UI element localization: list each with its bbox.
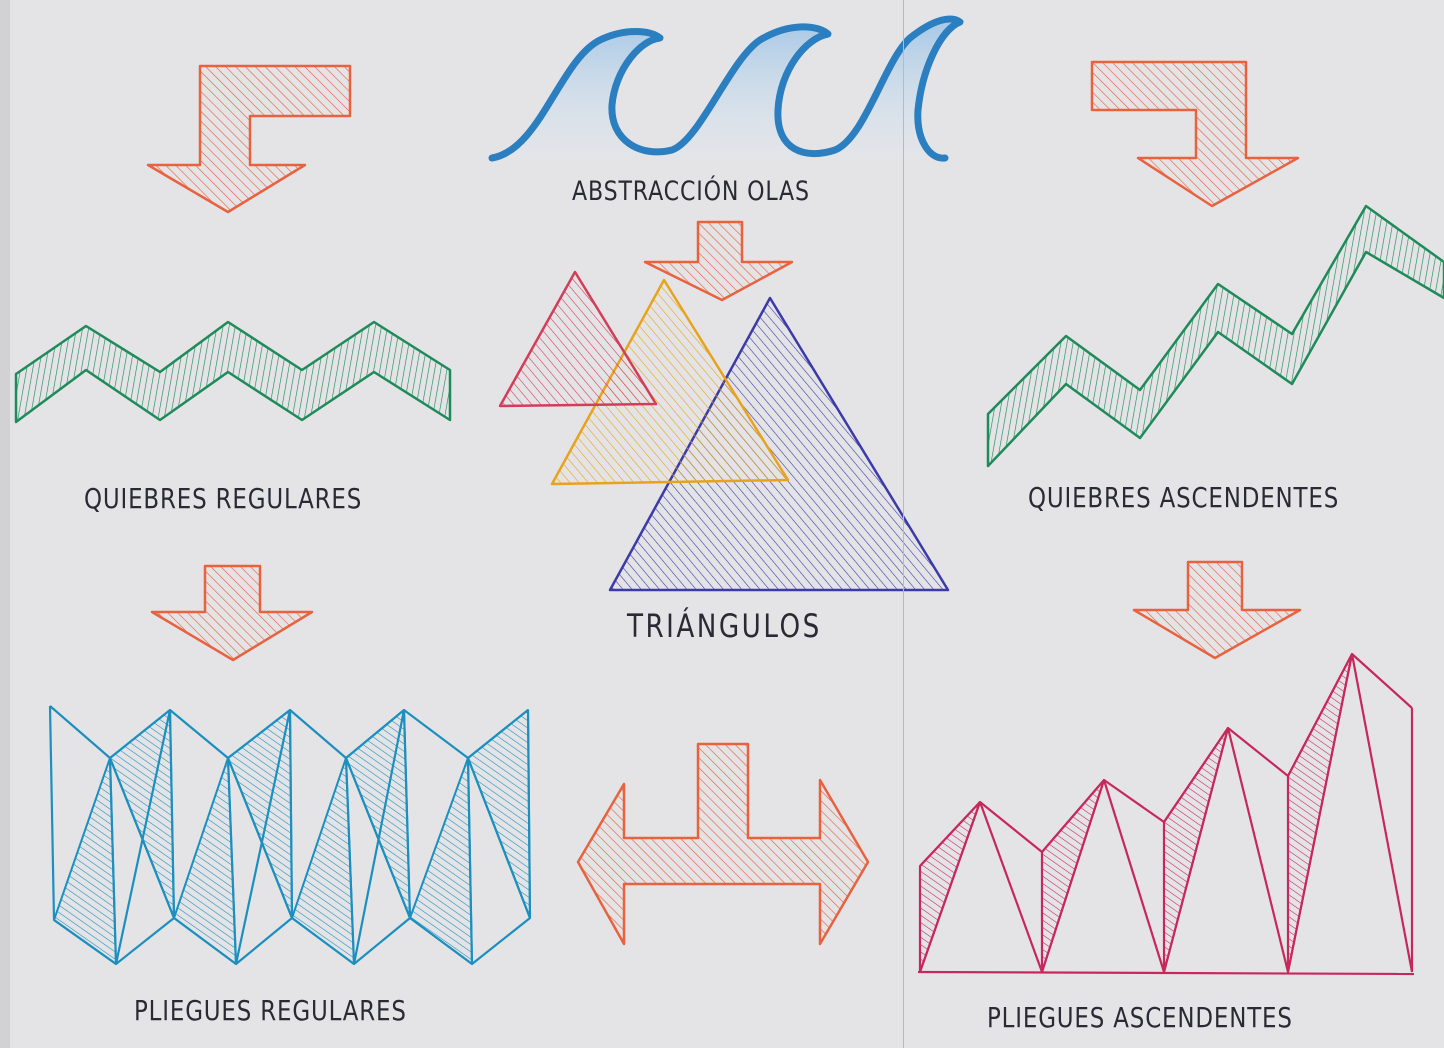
hatched-arrow-icon	[1132, 560, 1302, 660]
zigzag-band	[14, 320, 452, 424]
waves-drawing	[488, 15, 964, 162]
fold-face	[345, 709, 411, 919]
arrow-top-left	[146, 64, 352, 214]
arrow-double-bottom	[576, 742, 870, 946]
label-waves: ABSTRACCIÓN OLAS	[572, 176, 810, 207]
hatched-arrow-icon	[1090, 60, 1300, 208]
fold-face	[53, 757, 117, 965]
sheet-edge	[0, 0, 10, 1048]
arrow-top-right	[1090, 60, 1300, 208]
label-regular-breaks: QUIEBRES REGULARES	[84, 482, 363, 515]
fold-baseline	[917, 970, 1415, 976]
label-regular-folds: PLIEGUES REGULARES	[134, 994, 407, 1027]
regular-folds-drawing	[48, 705, 532, 966]
label-ascending-folds: PLIEGUES ASCENDENTES	[987, 1001, 1293, 1034]
fold-ridges	[918, 653, 1414, 973]
fold-ridges	[48, 705, 532, 965]
fold-face	[291, 757, 355, 965]
hatched-arrow-icon	[643, 220, 794, 302]
triangles-drawing	[498, 270, 950, 592]
hatched-arrow-icon	[576, 742, 870, 946]
arrow-center-small	[643, 220, 794, 302]
hatched-arrow-icon	[146, 64, 352, 214]
fold-face	[467, 709, 531, 919]
zigzag-band	[986, 204, 1444, 468]
arrow-mid-right	[1132, 560, 1302, 660]
wave-icon	[488, 15, 964, 162]
label-triangles: TRIÁNGULOS	[627, 607, 822, 645]
fold-face	[409, 757, 473, 965]
regular-breaks-drawing	[14, 320, 452, 424]
fold-face	[173, 757, 237, 965]
arrow-mid-left	[150, 564, 314, 662]
ascending-breaks-drawing	[986, 204, 1444, 468]
hatched-arrow-icon	[150, 564, 314, 662]
page-fold-line	[903, 0, 904, 1048]
ascending-folds-drawing	[917, 652, 1415, 976]
label-ascending-breaks: QUIEBRES ASCENDENTES	[1028, 481, 1340, 514]
triangle-red	[498, 270, 658, 408]
